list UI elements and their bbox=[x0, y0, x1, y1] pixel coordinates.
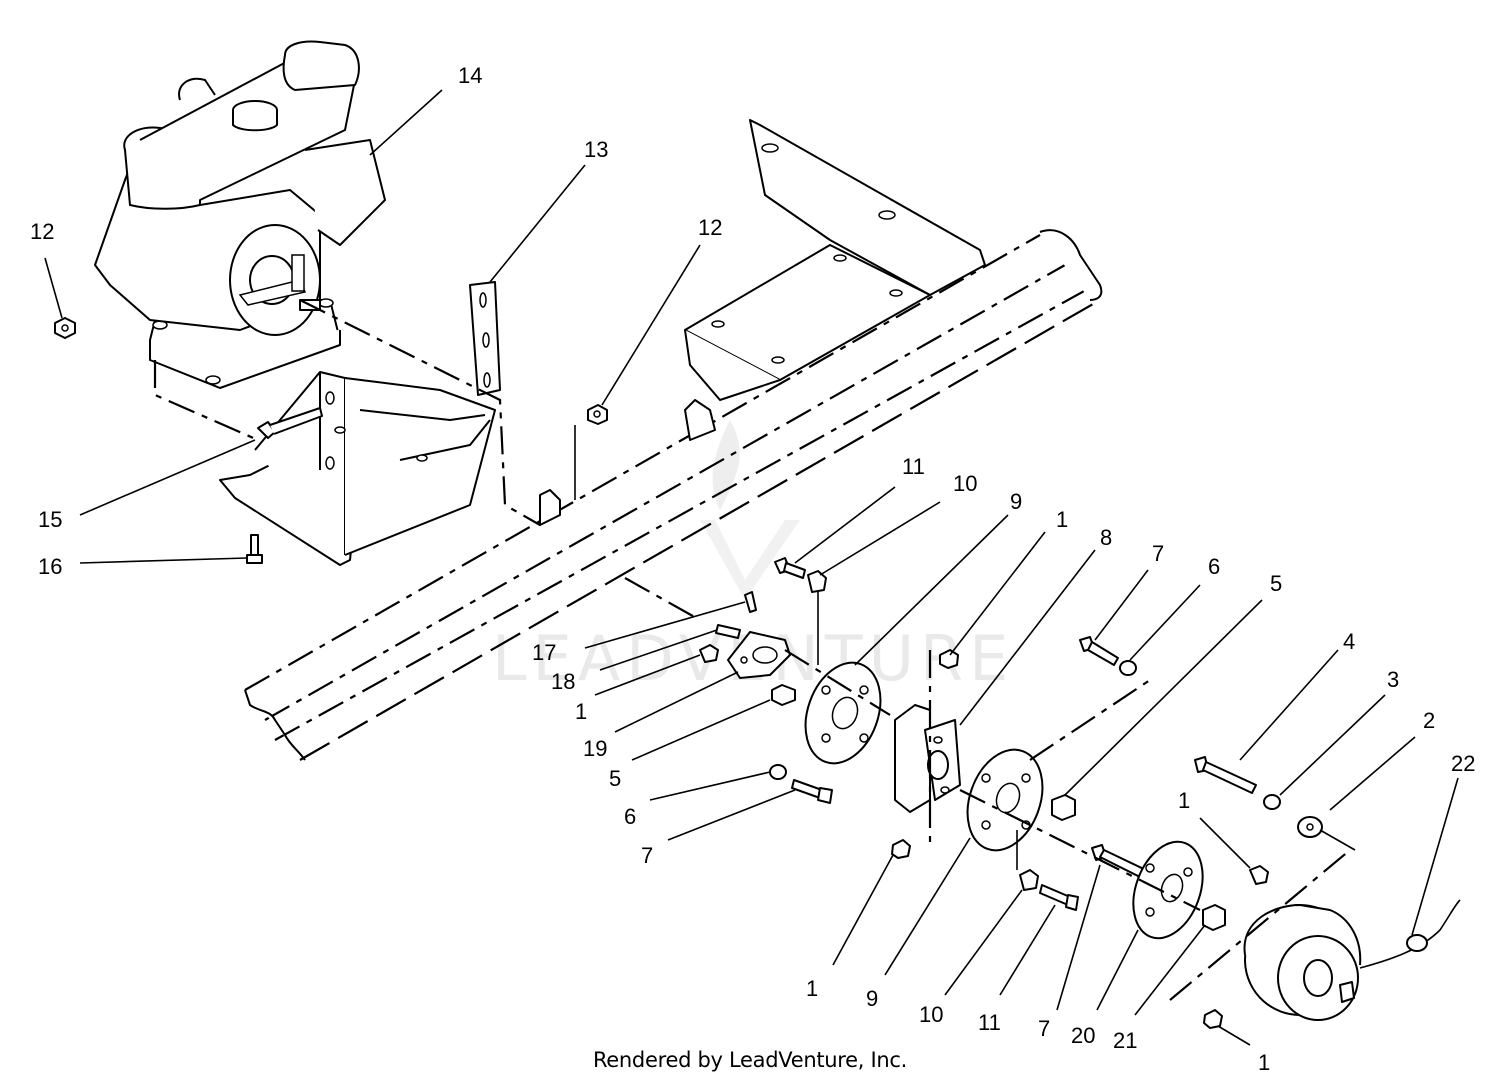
callout-7-left: 7 bbox=[641, 843, 653, 868]
callout-12-right: 12 bbox=[698, 215, 722, 240]
callout-10-top: 10 bbox=[953, 471, 977, 496]
callout-22: 22 bbox=[1451, 751, 1475, 776]
callout-10-bottom: 10 bbox=[919, 1002, 943, 1027]
callout-8: 8 bbox=[1100, 525, 1112, 550]
callout-1-bottom: 1 bbox=[1258, 1050, 1270, 1075]
callout-7-top: 7 bbox=[1152, 541, 1164, 566]
callout-20: 20 bbox=[1071, 1023, 1095, 1048]
callout-6-top: 6 bbox=[1208, 554, 1220, 579]
mount-bracket bbox=[219, 281, 501, 566]
callout-1-left: 1 bbox=[575, 699, 587, 724]
callout-3: 3 bbox=[1387, 667, 1399, 692]
callout-19: 19 bbox=[583, 736, 607, 761]
callout-9-top: 9 bbox=[1010, 489, 1022, 514]
assembly-lines bbox=[153, 299, 1356, 1001]
rear-bracket bbox=[539, 119, 986, 526]
leader-lines bbox=[44, 89, 1459, 1046]
callout-14: 14 bbox=[458, 63, 482, 88]
footer-credit: Rendered by LeadVenture, Inc. bbox=[592, 1048, 908, 1072]
callout-5-top: 5 bbox=[1270, 571, 1282, 596]
callout-13: 13 bbox=[584, 137, 608, 162]
callout-17: 17 bbox=[532, 640, 556, 665]
callout-15: 15 bbox=[38, 507, 62, 532]
callout-1-right: 1 bbox=[1178, 788, 1190, 813]
callout-21: 21 bbox=[1113, 1028, 1137, 1053]
callout-1-bottom-left: 1 bbox=[806, 976, 818, 1001]
callout-12-left: 12 bbox=[30, 219, 54, 244]
callout-6-left: 6 bbox=[624, 804, 636, 829]
callout-5-left: 5 bbox=[609, 766, 621, 791]
callout-1-top: 1 bbox=[1056, 507, 1068, 532]
callout-18: 18 bbox=[551, 669, 575, 694]
callout-11-bottom: 11 bbox=[978, 1010, 1001, 1035]
frame-rail bbox=[244, 229, 1103, 761]
hardware bbox=[54, 317, 1461, 1029]
callout-9-bottom: 9 bbox=[866, 986, 878, 1011]
pump-assembly bbox=[94, 40, 386, 389]
callout-16: 16 bbox=[38, 554, 62, 579]
callout-7-bottom: 7 bbox=[1038, 1016, 1050, 1041]
callout-4: 4 bbox=[1343, 629, 1355, 654]
callout-2: 2 bbox=[1423, 708, 1435, 733]
callout-11-top: 11 bbox=[902, 454, 925, 479]
callouts: 14 13 12 12 15 16 11 10 9 1 8 7 6 5 4 3 … bbox=[30, 63, 1475, 1075]
